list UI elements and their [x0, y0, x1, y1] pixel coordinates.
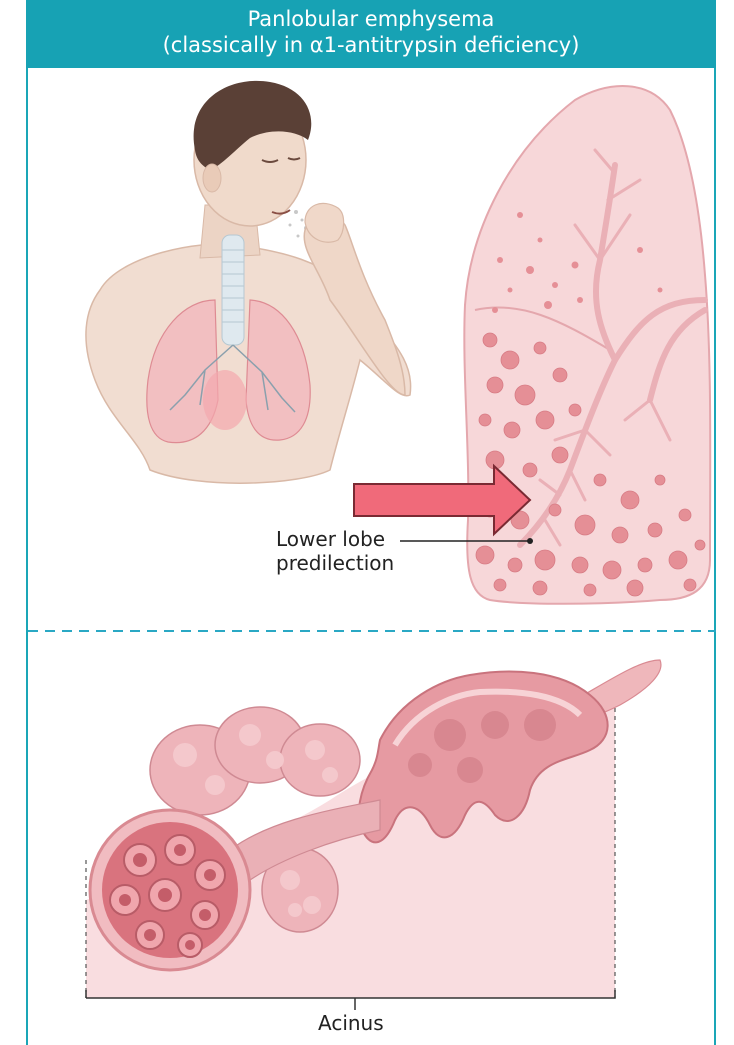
lower-lobe-label-line1: Lower lobe	[276, 527, 394, 551]
acinus-label: Acinus	[318, 1011, 384, 1035]
pointer-arrow	[354, 466, 530, 534]
acinus-illustration	[86, 660, 661, 1010]
lower-lobe-label: Lower lobe predilection	[276, 527, 394, 575]
lower-lobe-label-line2: predilection	[276, 551, 394, 575]
lower-lobe-leader-dot	[527, 538, 533, 544]
coughing-person-illustration	[86, 81, 411, 483]
